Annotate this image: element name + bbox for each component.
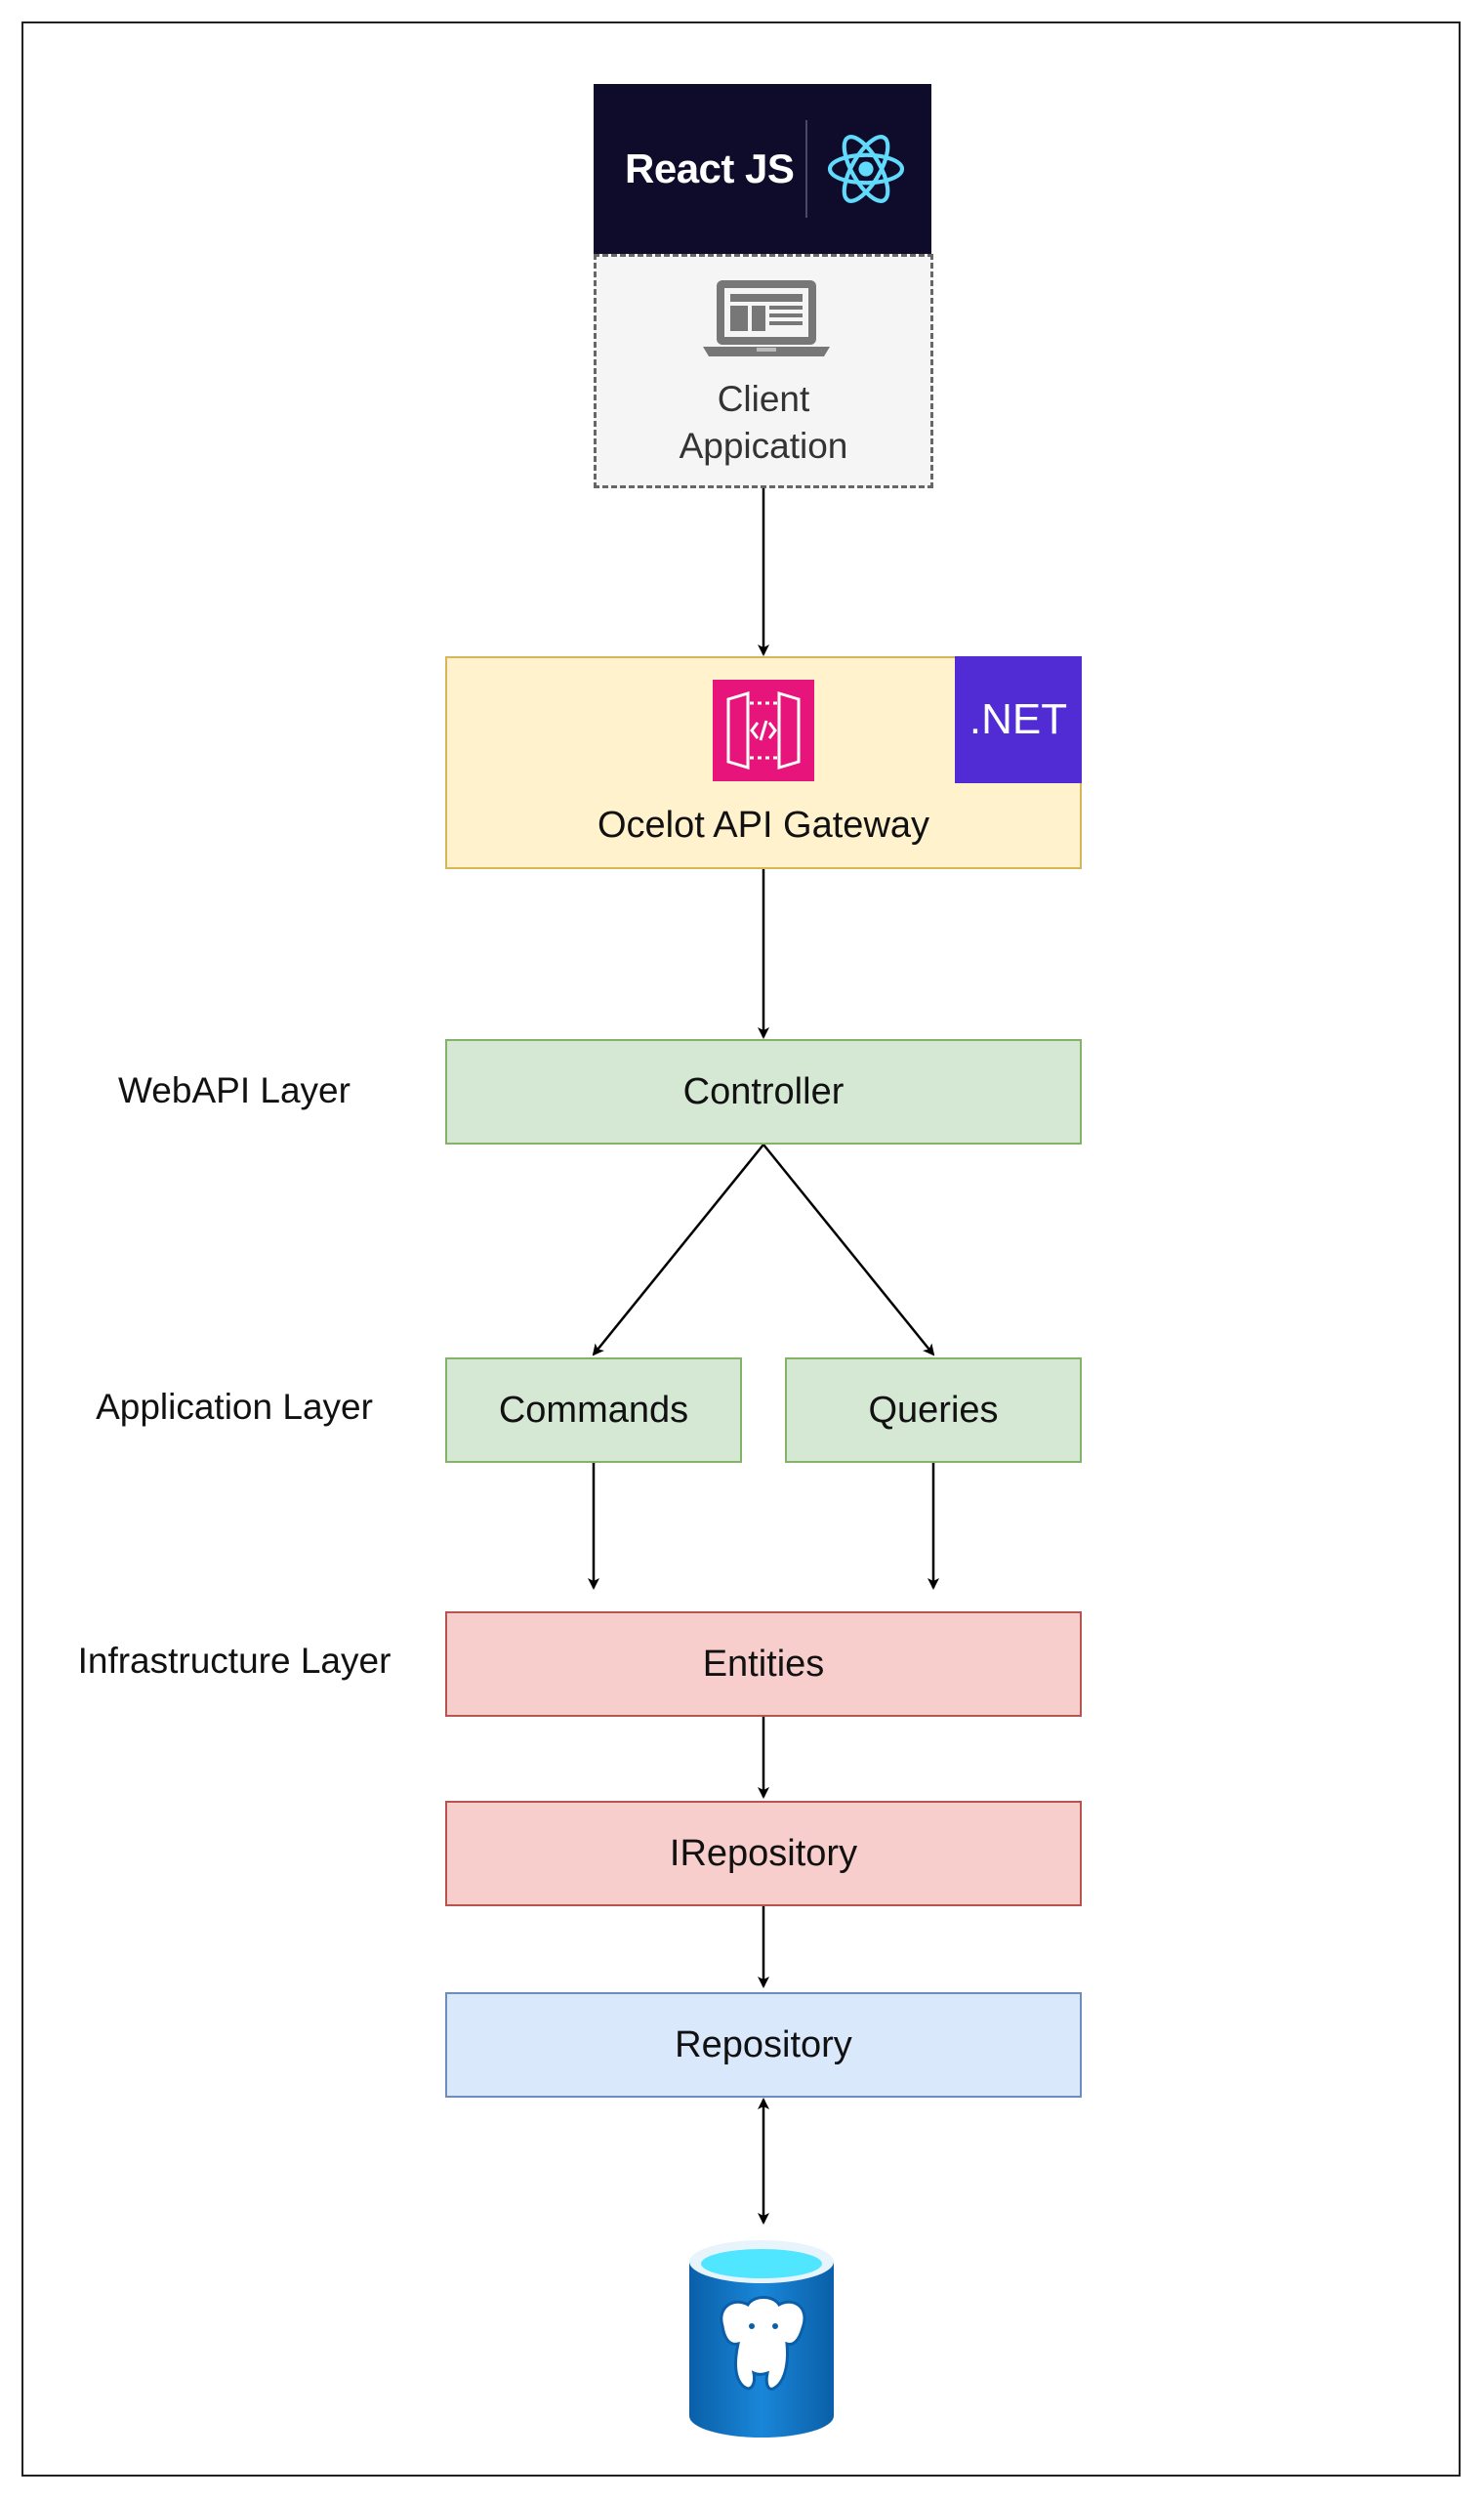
- commands-label: Commands: [498, 1389, 689, 1431]
- client-application-box: Client Appication: [594, 254, 933, 488]
- diagram-frame: [21, 21, 1461, 2477]
- arrow-controller-to-queries: [763, 1144, 935, 1356]
- queries-label: Queries: [868, 1389, 999, 1431]
- queries-box: Queries: [785, 1357, 1082, 1463]
- commands-box: Commands: [445, 1357, 742, 1463]
- laptop-icon: [703, 280, 830, 356]
- postgresql-database-icon: [689, 2240, 834, 2438]
- layer-label-webapi: WebAPI Layer: [118, 1070, 350, 1110]
- react-label: React JS: [625, 146, 795, 191]
- dotnet-badge: .NET: [955, 656, 1082, 783]
- controller-label: Controller: [682, 1070, 845, 1112]
- ocelot-api-gateway-box: .NET Ocelot API Gateway: [445, 656, 1082, 869]
- entities-box: Entities: [445, 1611, 1082, 1717]
- react-separator: [805, 120, 808, 218]
- repository-label: Repository: [675, 2023, 852, 2065]
- repository-box: Repository: [445, 1992, 1082, 2098]
- entities-label: Entities: [702, 1643, 825, 1685]
- client-label-line1: Client: [717, 379, 810, 419]
- react-atom-icon: [828, 135, 905, 203]
- arrow-controller-to-commands: [592, 1144, 764, 1356]
- client-label: Client Appication: [597, 376, 930, 470]
- gateway-label: Ocelot API Gateway: [597, 805, 930, 846]
- layer-label-infrastructure: Infrastructure Layer: [77, 1641, 392, 1681]
- api-gateway-icon: [713, 680, 814, 781]
- react-banner: React JS: [594, 84, 931, 254]
- irepository-label: IRepository: [669, 1832, 858, 1874]
- controller-box: Controller: [445, 1039, 1082, 1145]
- layer-label-application: Application Layer: [96, 1387, 373, 1427]
- irepository-box: IRepository: [445, 1801, 1082, 1906]
- client-label-line2: Appication: [679, 426, 848, 466]
